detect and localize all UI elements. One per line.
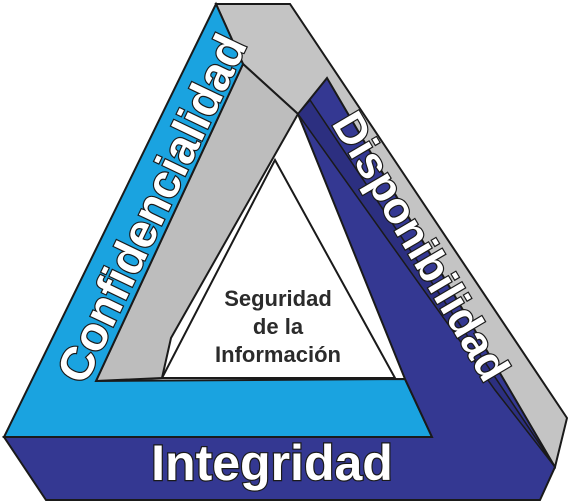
center-line-3: Información: [215, 342, 341, 367]
integrity-inner-bevel: [297, 98, 556, 468]
center-line-2: de la: [253, 314, 304, 339]
integrity-face: [2, 76, 557, 501]
integrity-label: Integridad: [151, 435, 393, 491]
center-triangle: [160, 157, 397, 379]
center-line-1: Seguridad: [224, 286, 332, 311]
